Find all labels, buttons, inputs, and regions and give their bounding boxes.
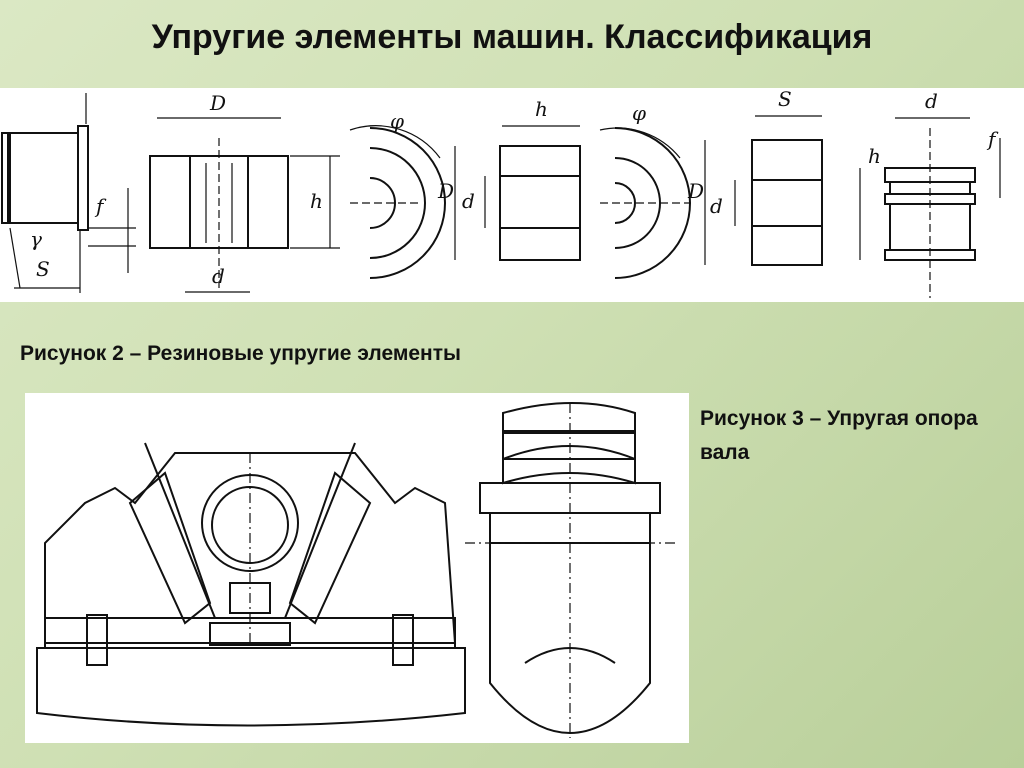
element-7-compression-mount: d h f [859, 89, 1001, 298]
label-f-1: f [94, 194, 107, 218]
element-2-compression: D d h [149, 91, 340, 293]
figure-2-caption: Рисунок 2 – Резиновые упругие элементы [20, 342, 461, 365]
figure-2-drawing: S f γ D d h φ [0, 88, 1024, 302]
label-gamma: γ [30, 227, 42, 251]
element-4-torsion-section: h d [454, 97, 581, 261]
figure-3-caption: Рисунок 3 – Упругая опора вала [700, 407, 978, 464]
label-phi-1: φ [390, 109, 404, 133]
label-d-4: d [925, 89, 938, 113]
figure-3-drawing [25, 393, 689, 743]
label-d-2: d [462, 189, 475, 213]
element-3-torsion-view: φ D [349, 109, 454, 279]
label-D-3: D [687, 179, 704, 203]
element-5-torsion-view: φ D [599, 101, 704, 279]
label-d-3: d [710, 194, 723, 218]
label-h-2: h [535, 97, 548, 121]
support-side-view [465, 402, 675, 738]
element-1-shear: S f γ [1, 93, 136, 293]
label-D-1: D [209, 91, 226, 115]
slide-title: Упругие элементы машин. Классификация [151, 18, 873, 56]
label-h-1: h [310, 189, 323, 213]
label-D-2: D [437, 179, 454, 203]
label-S: S [36, 257, 50, 281]
label-phi-2: φ [632, 101, 646, 125]
label-S-2: S [778, 88, 792, 111]
label-d-1: d [212, 264, 225, 288]
support-front-view [36, 442, 466, 727]
label-h-3: h [868, 144, 881, 168]
label-f-2: f [986, 127, 999, 151]
element-6-shear-bush: S d [704, 88, 823, 266]
